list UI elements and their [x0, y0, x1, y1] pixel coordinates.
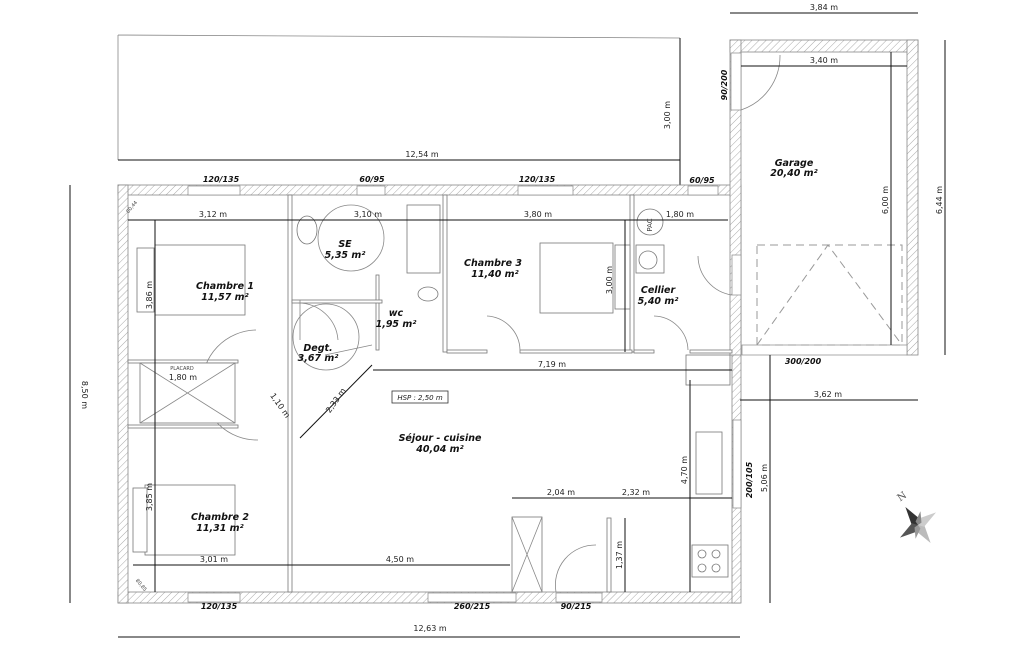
room-se-name: SE	[338, 239, 352, 250]
openings	[187, 52, 908, 603]
dim-kitchen-depth: 4,70 m	[680, 456, 689, 484]
dim-sejour-width: 7,19 m	[538, 360, 566, 369]
dim-garage-inner-width: 3,40 m	[810, 56, 838, 65]
dim-ch2-depth: 3,85 m	[145, 483, 154, 511]
terrace-outline	[117, 34, 681, 185]
label-east-window: 200/105	[745, 461, 754, 498]
room-cellier-area: 5,40 m²	[638, 296, 680, 307]
room-chambre2-name: Chambre 2	[191, 512, 249, 523]
dim-cellier-width: 1,80 m	[666, 210, 694, 219]
room-chambre1-name: Chambre 1	[196, 281, 254, 292]
dim-garage-front: 3,62 m	[814, 390, 842, 399]
room-chambre2-area: 11,31 m²	[196, 523, 244, 534]
room-wc-name: wc	[389, 308, 404, 319]
dim-ch1-depth: 3,86 m	[145, 281, 154, 309]
room-chambre3-area: 11,40 m²	[471, 269, 519, 280]
dim-garage-outer-depth: 6,44 m	[935, 186, 944, 214]
dim-ch1-width: 3,12 m	[199, 210, 227, 219]
dim-overall-right: 5,06 m	[760, 464, 769, 492]
hsp-label-box: HSP : 2,50 m	[391, 390, 449, 404]
label-top-w2: 60/95	[359, 175, 385, 184]
room-cellier-name: Cellier	[641, 285, 677, 296]
hsp-label: HSP : 2,50 m	[397, 394, 443, 402]
label-bot-w2: 260/215	[454, 602, 491, 611]
label-garage-door: 300/200	[785, 357, 822, 366]
dim-overall-left: 8,50 m	[80, 381, 89, 409]
room-sejour-area: 40,04 m²	[415, 444, 464, 455]
room-wc-area: 1,95 m²	[376, 319, 418, 330]
label-top-w3: 120/135	[519, 175, 556, 184]
compass-rose-icon: N	[895, 490, 937, 544]
dim-kitchen-b: 2,32 m	[622, 488, 650, 497]
room-degt-area: 3,67 m²	[298, 353, 340, 364]
label-top-w4: 60/95	[689, 176, 715, 185]
dim-ch2-width: 3,01 m	[200, 555, 228, 564]
room-chambre3-name: Chambre 3	[464, 258, 522, 269]
dim-entry-depth: 1,37 m	[615, 541, 624, 569]
room-labels: Chambre 1 11,57 m² SE 5,35 m² Chambre 3 …	[191, 158, 818, 534]
compass-north-label: N	[895, 490, 909, 504]
dim-garage-inner-depth: 6,00 m	[881, 186, 890, 214]
dim-sejour-bottom: 4,50 m	[386, 555, 414, 564]
room-se-area: 5,35 m²	[325, 250, 367, 261]
furniture	[132, 204, 903, 593]
dim-diag: 2,33 m	[324, 386, 348, 414]
room-sejour-name: Séjour - cuisine	[399, 433, 482, 444]
label-pac: PAC	[646, 218, 654, 231]
dim-kitchen-a: 2,04 m	[547, 488, 575, 497]
dim-placard-width: 1,80 m	[169, 373, 197, 382]
room-garage-area: 20,40 m²	[770, 168, 818, 179]
dim-overall-top: 12,54 m	[405, 150, 438, 159]
label-bot-door: 90/215	[561, 602, 592, 611]
room-chambre1-area: 11,57 m²	[201, 292, 249, 303]
label-corner-bottom: 80,85	[134, 578, 148, 593]
room-degt-name: Degt.	[303, 343, 332, 354]
dim-se-width: 3,10 m	[354, 210, 382, 219]
label-top-w1: 120/135	[203, 175, 240, 184]
dim-ch3-width: 3,80 m	[524, 210, 552, 219]
dim-overall-bottom: 12,63 m	[413, 624, 446, 633]
dim-ch3-depth: 3,00 m	[605, 266, 614, 294]
label-placard: PLACARD	[170, 366, 194, 372]
room-garage-name: Garage	[775, 158, 814, 169]
dimension-lines	[69, 12, 946, 638]
interior-walls	[127, 194, 733, 593]
dim-garage-outer-width: 3,84 m	[810, 3, 838, 12]
label-bot-w1: 120/135	[201, 602, 238, 611]
label-garage-side-door: 90/200	[720, 69, 729, 100]
dim-terrace-depth: 3,00 m	[663, 101, 672, 129]
